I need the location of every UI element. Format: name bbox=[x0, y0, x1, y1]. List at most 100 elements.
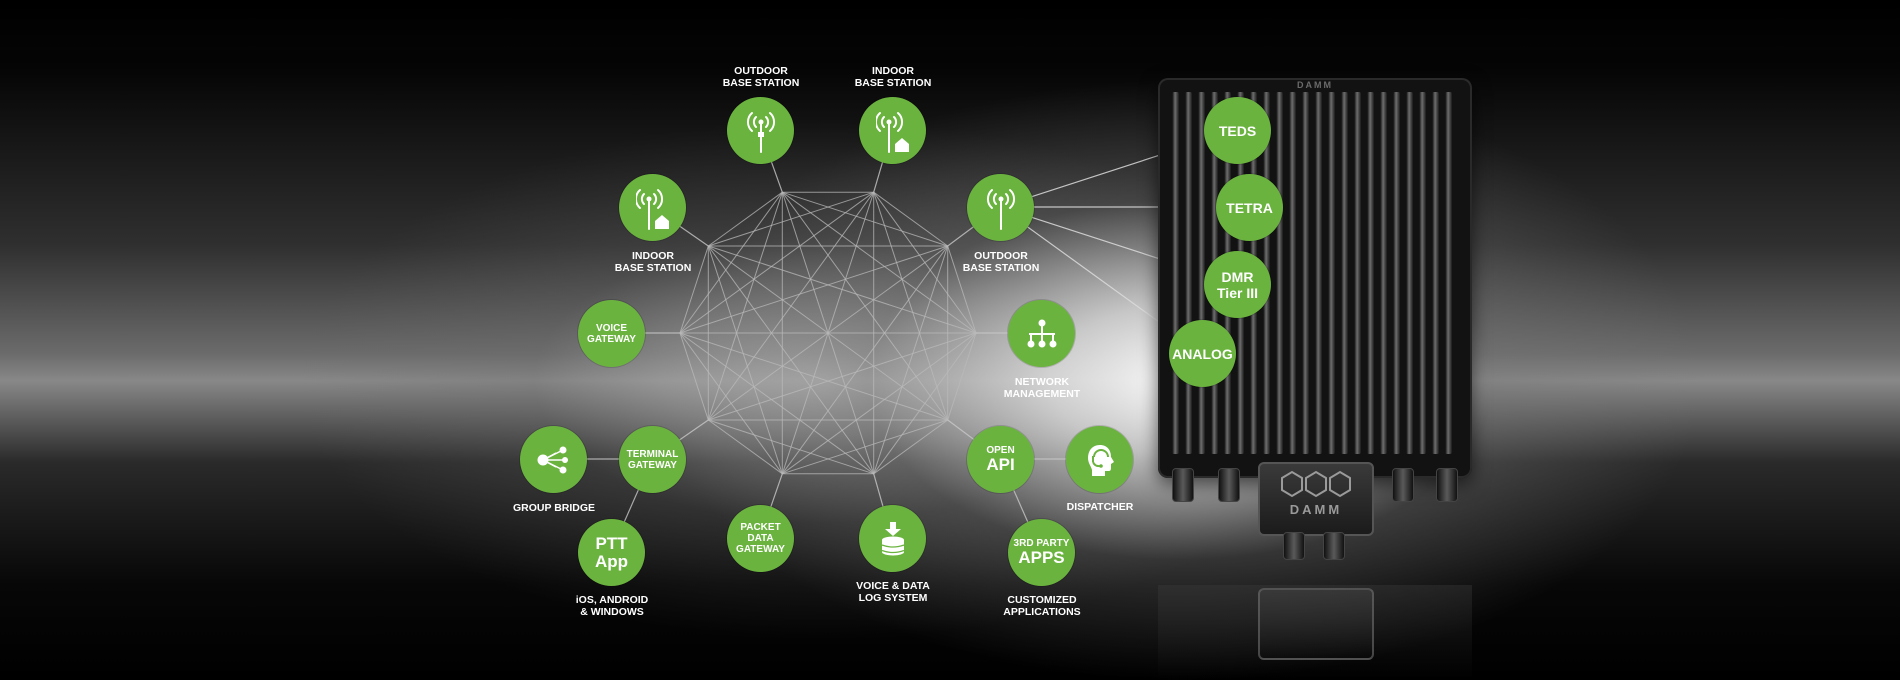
heatsink-fin bbox=[1198, 92, 1205, 454]
ptt-app-node: PTT App bbox=[578, 519, 645, 586]
network-management-label: NETWORK MANAGEMENT bbox=[1003, 376, 1081, 400]
indoor-base-station-left-node bbox=[619, 174, 686, 241]
mesh-link bbox=[707, 192, 783, 421]
mesh-link bbox=[679, 245, 709, 334]
mesh-link bbox=[781, 191, 949, 421]
mesh-link bbox=[873, 191, 948, 247]
mesh-link bbox=[679, 191, 783, 334]
outdoor-base-station-top-label: OUTDOOR BASE STATION bbox=[722, 65, 800, 89]
connector-box-reflection bbox=[1258, 588, 1374, 660]
antenna-building-icon bbox=[635, 188, 669, 230]
heatsink-fin bbox=[1302, 92, 1309, 454]
mesh-link bbox=[947, 245, 977, 334]
third-party-apps-node: 3RD PARTY APPS bbox=[1008, 519, 1075, 586]
heatsink-fin bbox=[1185, 92, 1192, 454]
group-bridge-node bbox=[520, 426, 587, 493]
cable-gland bbox=[1218, 468, 1240, 502]
mesh-link bbox=[708, 191, 783, 247]
mesh-link bbox=[873, 245, 949, 474]
dispatcher-node bbox=[1066, 426, 1133, 493]
mesh-link bbox=[781, 192, 875, 474]
antenna-building-icon bbox=[875, 111, 909, 153]
heatsink-fin bbox=[1172, 92, 1179, 454]
database-download-icon bbox=[881, 521, 904, 555]
protocol-tetra-node: TETRA bbox=[1216, 174, 1283, 241]
damm-logo-icon bbox=[1281, 470, 1351, 498]
mesh-link bbox=[679, 332, 783, 475]
terminal-gateway-node: TERMINAL GATEWAY bbox=[619, 426, 686, 493]
heatsink-fin bbox=[1406, 92, 1413, 454]
heatsink-fin bbox=[1367, 92, 1374, 454]
connector-brand-label: DAMM bbox=[1289, 502, 1343, 517]
mesh-link bbox=[707, 245, 783, 474]
connector-box: DAMM bbox=[1258, 462, 1374, 536]
cable-gland bbox=[1392, 468, 1414, 502]
cable-gland bbox=[1172, 468, 1194, 502]
voice-data-log-label: VOICE & DATA LOG SYSTEM bbox=[856, 580, 930, 604]
open-api-node: OPEN API bbox=[967, 426, 1034, 493]
heatsink-fin bbox=[1289, 92, 1296, 454]
mesh-link bbox=[708, 245, 977, 334]
outdoor-base-station-right-label: OUTDOOR BASE STATION bbox=[962, 250, 1040, 274]
voice-gateway-node: VOICE GATEWAY bbox=[578, 300, 645, 367]
cable-gland bbox=[1436, 468, 1458, 502]
cable-gland bbox=[1323, 532, 1345, 560]
network-management-node bbox=[1008, 300, 1075, 367]
indoor-base-station-top-label: INDOOR BASE STATION bbox=[854, 65, 932, 89]
protocol-analog-node: ANALOG bbox=[1169, 320, 1236, 387]
outdoor-base-station-top-node bbox=[727, 97, 794, 164]
antenna-tower-icon bbox=[986, 188, 1015, 230]
mesh-link bbox=[679, 332, 948, 421]
mesh-link bbox=[873, 192, 949, 421]
mesh-link bbox=[782, 332, 977, 475]
network-hierarchy-icon bbox=[1027, 319, 1056, 347]
protocol-dmr-node: DMR Tier III bbox=[1204, 251, 1271, 318]
mesh-link bbox=[679, 332, 874, 475]
voice-data-log-node bbox=[859, 505, 926, 572]
heatsink-fin bbox=[1393, 92, 1400, 454]
mesh-link bbox=[782, 191, 948, 247]
open-api-line1: OPEN bbox=[986, 445, 1015, 456]
indoor-base-station-top-node bbox=[859, 97, 926, 164]
heatsink-fin bbox=[1341, 92, 1348, 454]
indoor-base-station-left-label: INDOOR BASE STATION bbox=[614, 250, 692, 274]
protocol-dmr-label: DMR Tier III bbox=[1217, 268, 1258, 301]
cable-gland bbox=[1283, 532, 1305, 560]
third-party-caption: CUSTOMIZED APPLICATIONS bbox=[1003, 594, 1081, 618]
mesh-link bbox=[679, 332, 709, 421]
protocol-teds-label: TEDS bbox=[1218, 122, 1257, 139]
heatsink-fin bbox=[1445, 92, 1452, 454]
heatsink-fin bbox=[1419, 92, 1426, 454]
heatsink-fin bbox=[1328, 92, 1335, 454]
open-api-line2: API bbox=[986, 455, 1015, 474]
mesh-link bbox=[708, 419, 874, 475]
mesh-link bbox=[708, 419, 783, 475]
mesh-link bbox=[947, 332, 977, 421]
protocol-analog-label: ANALOG bbox=[1172, 345, 1233, 362]
voice-gateway-label: VOICE GATEWAY bbox=[587, 322, 636, 345]
third-party-line2: APPS bbox=[1018, 548, 1065, 567]
antenna-tower-icon bbox=[746, 111, 775, 153]
heatsink-fin bbox=[1380, 92, 1387, 454]
dispatcher-label: DISPATCHER bbox=[1066, 501, 1134, 513]
packet-data-gateway-label: PACKET DATA GATEWAY bbox=[736, 522, 785, 555]
packet-data-gateway-node: PACKET DATA GATEWAY bbox=[727, 505, 794, 572]
mesh-link bbox=[782, 191, 977, 334]
mesh-link bbox=[873, 419, 948, 475]
terminal-gateway-label: TERMINAL GATEWAY bbox=[626, 448, 679, 471]
third-party-line1: 3RD PARTY bbox=[1013, 538, 1070, 549]
headset-operator-icon bbox=[1087, 444, 1114, 476]
ptt-app-line2: App bbox=[594, 551, 629, 571]
ptt-app-caption: iOS, ANDROID & WINDOWS bbox=[575, 594, 649, 618]
protocol-teds-node: TEDS bbox=[1204, 97, 1271, 164]
outdoor-base-station-right-node bbox=[967, 174, 1034, 241]
mesh-link bbox=[679, 191, 874, 334]
share-nodes-icon bbox=[537, 446, 568, 473]
heatsink-fin bbox=[1315, 92, 1322, 454]
heatsink-fin bbox=[1276, 92, 1283, 454]
ptt-app-line1: PTT bbox=[595, 533, 628, 553]
heatsink-fin bbox=[1354, 92, 1361, 454]
protocol-tetra-label: TETRA bbox=[1226, 199, 1273, 216]
